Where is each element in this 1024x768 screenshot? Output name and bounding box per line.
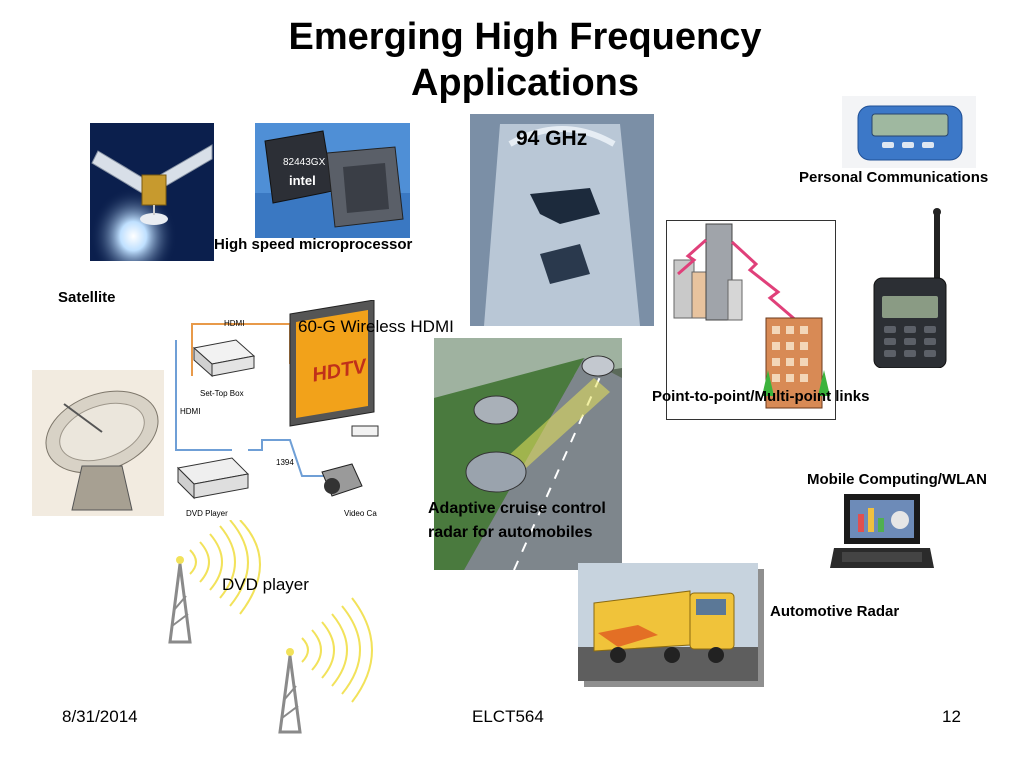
microprocessor-label: High speed microprocessor bbox=[214, 236, 413, 253]
title-line-1: Emerging High Frequency bbox=[288, 16, 762, 58]
cruise-label: Adaptive cruise control radar for automo… bbox=[428, 497, 606, 545]
satellite-image bbox=[90, 123, 214, 261]
hdmi-left-text: HDMI bbox=[180, 407, 200, 416]
chip-brand-text: intel bbox=[289, 173, 316, 188]
video-cam-text: Video Ca bbox=[344, 509, 377, 518]
footer-date: 8/31/2014 bbox=[62, 707, 138, 726]
pager-image bbox=[842, 96, 976, 168]
cell-phone-image bbox=[868, 208, 952, 368]
hdmi-diagram: HDTV HDMI Set-Top Box HDMI 1394 DVD Play… bbox=[172, 300, 382, 518]
personal-comm-label: Personal Communications bbox=[799, 169, 989, 186]
satellite-label: Satellite bbox=[58, 289, 116, 306]
cruise-label-line-2: radar for automobiles bbox=[428, 524, 593, 541]
ghz94-image bbox=[470, 114, 654, 326]
dvd-player-text: DVD Player bbox=[186, 509, 228, 518]
title-line-2: Applications bbox=[410, 62, 640, 104]
tower-2-icon bbox=[270, 590, 420, 735]
truck-image bbox=[578, 563, 764, 687]
footer-page-number: 12 bbox=[942, 707, 961, 726]
tower-1-icon bbox=[160, 520, 310, 650]
microprocessor-image: 82443GX intel bbox=[255, 123, 410, 238]
p2p-label: Point-to-point/Multi-point links bbox=[652, 388, 870, 405]
ghz94-label: 94 GHz bbox=[516, 127, 588, 150]
cruise-label-line-1: Adaptive cruise control bbox=[428, 500, 606, 517]
chip-model-text: 82443GX bbox=[283, 157, 326, 168]
dish-antenna-image bbox=[32, 370, 164, 516]
hdmi-label: 60-G Wireless HDMI bbox=[298, 317, 454, 336]
mobile-computing-label: Mobile Computing/WLAN bbox=[807, 471, 987, 488]
dvd-player-label: DVD player bbox=[222, 575, 309, 594]
slide-title: Emerging High Frequency Applications bbox=[200, 14, 850, 106]
port-1394-text: 1394 bbox=[276, 458, 294, 467]
laptop-image bbox=[830, 492, 934, 572]
automotive-radar-label: Automotive Radar bbox=[770, 603, 900, 620]
footer-course: ELCT564 bbox=[472, 707, 544, 726]
cruise-control-image bbox=[434, 338, 622, 570]
set-top-box-text: Set-Top Box bbox=[200, 389, 244, 398]
hdmi-top-text: HDMI bbox=[224, 319, 244, 328]
p2p-links-image bbox=[666, 220, 836, 420]
